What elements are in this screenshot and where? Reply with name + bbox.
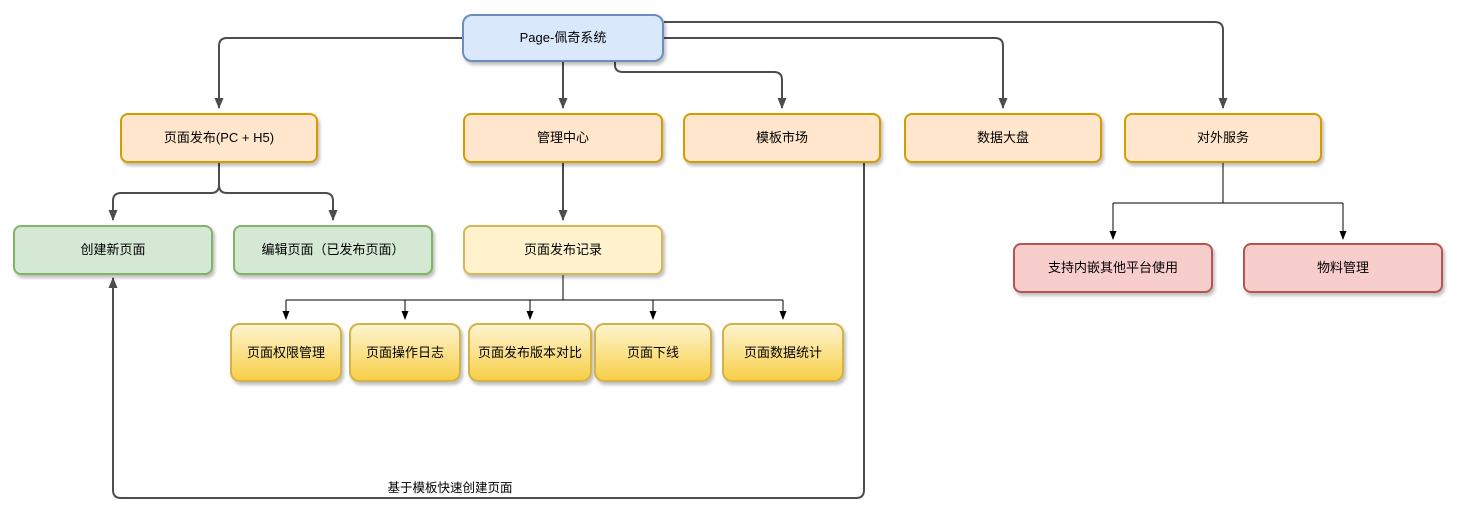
node-template-market[interactable]: 模板市场 bbox=[683, 113, 881, 163]
node-create-new-page[interactable]: 创建新页面 bbox=[13, 225, 213, 275]
edge-root-to-template-market bbox=[614, 62, 787, 109]
node-page-offline[interactable]: 页面下线 bbox=[594, 323, 712, 382]
node-admin-center[interactable]: 管理中心 bbox=[463, 113, 663, 163]
edge-root-to-external-service bbox=[664, 21, 1228, 109]
node-page-permission[interactable]: 页面权限管理 bbox=[230, 323, 342, 382]
edge-root-to-data-dashboard bbox=[664, 37, 1008, 109]
edge-label-template-quick-create: 基于模板快速创建页面 bbox=[380, 477, 520, 496]
node-page-oplog[interactable]: 页面操作日志 bbox=[349, 323, 461, 382]
edge-template-loop-to-create-page bbox=[108, 163, 865, 499]
node-material-manage[interactable]: 物料管理 bbox=[1243, 243, 1443, 293]
node-external-service[interactable]: 对外服务 bbox=[1124, 113, 1322, 163]
node-page-publish[interactable]: 页面发布(PC + H5) bbox=[120, 113, 318, 163]
edge-publish-to-edit-page bbox=[218, 163, 338, 221]
edge-root-to-page-publish bbox=[214, 37, 462, 109]
node-publish-record[interactable]: 页面发布记录 bbox=[463, 225, 663, 275]
node-root-system[interactable]: Page-佩奇系统 bbox=[462, 14, 664, 62]
node-version-compare[interactable]: 页面发布版本对比 bbox=[468, 323, 592, 382]
edge-publish-to-create-page bbox=[108, 163, 220, 221]
node-embed-other-platform[interactable]: 支持内嵌其他平台使用 bbox=[1013, 243, 1213, 293]
node-data-dashboard[interactable]: 数据大盘 bbox=[904, 113, 1102, 163]
node-page-data-stats[interactable]: 页面数据统计 bbox=[722, 323, 844, 382]
node-edit-published-page[interactable]: 编辑页面（已发布页面） bbox=[233, 225, 433, 275]
